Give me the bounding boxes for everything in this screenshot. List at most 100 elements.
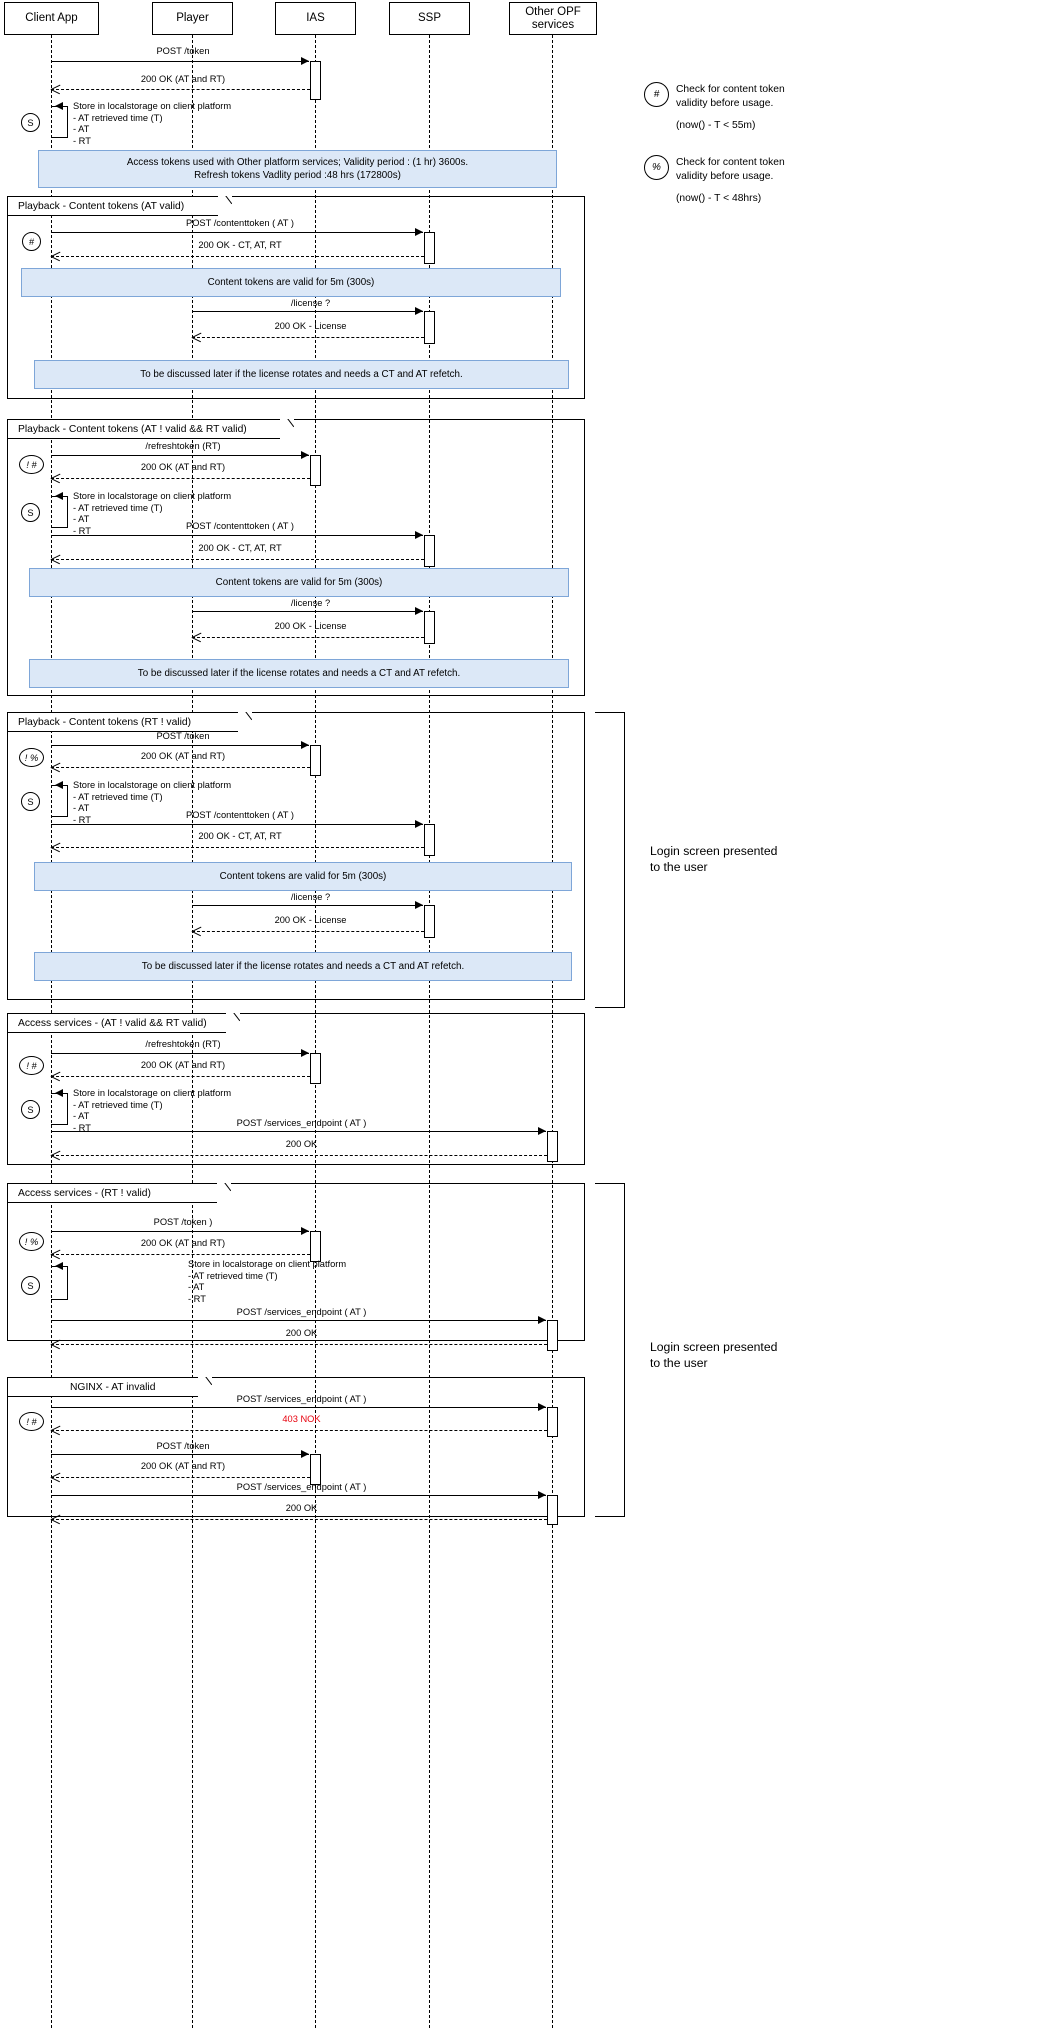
store-note-title-4: Store in localstorage on client platform — [73, 1088, 232, 1098]
marker-label-hash-1: # — [28, 236, 35, 247]
arrowhead-post-services-4 — [538, 1127, 546, 1135]
store-note-line1-2: - AT retrieved time (T) — [73, 502, 163, 513]
self-message-store-0 — [51, 106, 68, 138]
message-ok-license-3 — [192, 931, 424, 933]
fragment-corner-access-rt-invalid — [217, 1183, 231, 1203]
message-label-post-contenttoken-2: POST /contenttoken ( AT ) — [186, 521, 294, 531]
note-license-later-1: To be discussed later if the license rot… — [34, 360, 569, 389]
message-label-ok-license-3: 200 OK - License — [274, 915, 347, 925]
store-note-title-3: Store in localstorage on client platform — [73, 780, 232, 790]
marker-label-not-hash-4: ! # — [26, 1060, 37, 1071]
arrowhead-ok-ct-at-rt-1 — [51, 252, 60, 261]
login-bracket-lower-label: Login screen presented to the user — [650, 1340, 778, 1370]
message-label-license-3: /license ? — [290, 892, 331, 902]
message-ok-6 — [51, 1519, 547, 1521]
store-note-line3-2: - RT — [73, 525, 91, 536]
message-post-contenttoken-3 — [51, 824, 423, 826]
message-label-ok-license-1: 200 OK - License — [274, 321, 347, 331]
store-note-line1-4: - AT retrieved time (T) — [73, 1099, 163, 1110]
note-access-tokens: Access tokens used with Other platform s… — [38, 150, 557, 188]
message-label-ok-ct-at-rt-1: 200 OK - CT, AT, RT — [198, 240, 282, 250]
activation-other-opf-6a — [547, 1407, 558, 1437]
fragment-tab-nginx-at-invalid: NGINX - AT invalid — [8, 1377, 212, 1397]
message-label-ok-at-rt-2: 200 OK (AT and RT) — [140, 462, 226, 472]
marker-label-store-0: S — [27, 117, 34, 128]
arrowhead-post-contenttoken-1 — [415, 228, 423, 236]
message-label-ok-at-rt-6: 200 OK (AT and RT) — [140, 1461, 226, 1471]
arrowhead-license-1 — [415, 307, 423, 315]
marker-store-0: S — [21, 113, 40, 132]
lifeline-label-client-app: Client App — [25, 12, 78, 24]
lifeline-head-other-opf: Other OPF services — [509, 2, 597, 35]
fragment-corner-nginx-at-invalid — [198, 1377, 212, 1397]
lifeline-line-ssp — [429, 35, 430, 2028]
lifeline-head-ias: IAS — [275, 2, 356, 35]
arrowhead-refreshtoken-2 — [301, 451, 309, 459]
store-note-title-2: Store in localstorage on client platform — [73, 491, 232, 501]
arrowhead-ok-at-rt-5 — [51, 1250, 60, 1259]
note-access-tokens-line2: Refresh tokens Vadlity period :48 hrs (1… — [194, 170, 401, 181]
store-note-line2-3: - AT — [73, 803, 90, 814]
message-ok-at-rt-3 — [51, 767, 310, 769]
legend-marker-hash: # — [644, 82, 669, 107]
store-note-line2-2: - AT — [73, 514, 90, 525]
arrowhead-ok-6 — [51, 1515, 60, 1524]
message-post-token-0 — [51, 61, 309, 63]
arrowhead-refreshtoken-4 — [301, 1049, 309, 1057]
note-content-tokens-3: Content tokens are valid for 5m (300s) — [34, 862, 572, 891]
message-label-403-nok: 403 NOK — [282, 1414, 321, 1424]
self-note-store-2: Store in localstorage on client platform… — [73, 491, 231, 537]
store-note-title-0: Store in localstorage on client platform — [73, 101, 232, 111]
marker-label-store-5: S — [27, 1280, 34, 1291]
lifeline-line-other-opf — [552, 35, 553, 2028]
legend-symbol-hash: # — [653, 89, 660, 100]
message-label-post-token-0: POST /token — [156, 46, 210, 56]
message-post-token-6 — [51, 1454, 309, 1456]
lifeline-label-ias: IAS — [306, 12, 325, 24]
message-label-ok-at-rt-3: 200 OK (AT and RT) — [140, 751, 226, 761]
arrowhead-post-contenttoken-2 — [415, 531, 423, 539]
activation-ssp-license-2 — [424, 611, 435, 644]
legend-condition-hash: (now() - T < 55m) — [676, 120, 756, 131]
login-bracket-upper-label: Login screen presented to the user — [650, 844, 778, 874]
message-ok-at-rt-2 — [51, 478, 310, 480]
marker-label-not-hash-2: ! # — [26, 459, 37, 470]
message-label-ok-at-rt-4: 200 OK (AT and RT) — [140, 1060, 226, 1070]
message-post-services-6a — [51, 1407, 546, 1409]
fragment-corner-access-at-invalid-rt-valid — [226, 1013, 240, 1033]
message-ok-license-2 — [192, 637, 424, 639]
arrowhead-ok-at-rt-0 — [51, 85, 60, 94]
fragment-label-playback-rt-invalid: Playback - Content tokens (RT ! valid) — [18, 717, 192, 728]
fragment-corner-playback-rt-invalid — [238, 712, 252, 732]
arrowhead-post-token-5 — [301, 1227, 309, 1235]
note-license-later-2: To be discussed later if the license rot… — [29, 659, 569, 688]
fragment-label-nginx-at-invalid: NGINX - AT invalid — [70, 1382, 156, 1393]
message-ok-license-1 — [192, 337, 424, 339]
store-note-line3-4: - RT — [73, 1122, 91, 1133]
store-note-line2-0: - AT — [73, 124, 90, 135]
arrowhead-post-services-6a — [538, 1403, 546, 1411]
message-ok-ct-at-rt-1 — [51, 256, 424, 258]
message-label-license-1: /license ? — [290, 298, 331, 308]
store-note-line2-5: - AT — [188, 1282, 205, 1293]
note-access-tokens-line1: Access tokens used with Other platform s… — [126, 157, 469, 168]
activation-ias-2 — [310, 455, 321, 486]
message-label-post-services-6b: POST /services_endpoint ( AT ) — [236, 1482, 367, 1492]
arrowhead-store-3 — [55, 781, 63, 789]
message-license-1 — [192, 311, 423, 313]
lifeline-head-player: Player — [152, 2, 233, 35]
arrowhead-store-0 — [55, 102, 63, 110]
self-note-store-0: Store in localstorage on client platform… — [73, 101, 231, 147]
message-post-contenttoken-1 — [51, 232, 423, 234]
message-ok-4 — [51, 1155, 547, 1157]
marker-store-3: S — [21, 792, 40, 811]
message-post-services-4 — [51, 1131, 546, 1133]
fragment-tab-playback-at-valid: Playback - Content tokens (AT valid) — [8, 196, 232, 216]
store-note-line3-5: - RT — [188, 1293, 206, 1304]
self-note-store-5: Store in localstorage on client platform… — [188, 1259, 346, 1305]
message-license-3 — [192, 905, 423, 907]
login-bracket-lower — [595, 1183, 625, 1517]
note-license-later-3: To be discussed later if the license rot… — [34, 952, 572, 981]
marker-label-store-4: S — [27, 1104, 34, 1115]
store-note-line2-4: - AT — [73, 1111, 90, 1122]
